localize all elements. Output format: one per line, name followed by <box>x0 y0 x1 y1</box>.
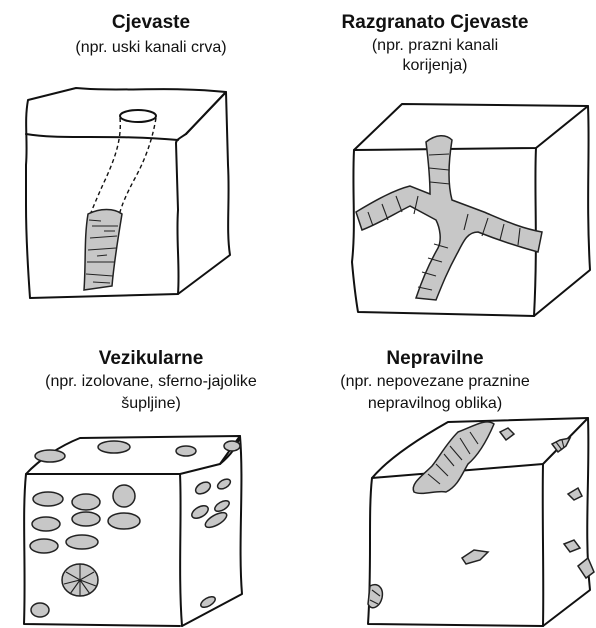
irregular-pore-block-illustration <box>298 314 596 628</box>
branched-pore-block-illustration <box>298 0 596 314</box>
panel-vesicular: Vezikularne (npr. izolovane, sferno-jajo… <box>0 314 298 628</box>
vesicular-pore-block-illustration <box>0 314 298 628</box>
panel-irregular: Nepravilne (npr. nepovezane praznine nep… <box>298 314 596 628</box>
tubular-pore-block-illustration <box>0 0 298 314</box>
panel-branched-tubular: Razgranato Cjevaste (npr. prazni kanali … <box>298 0 596 314</box>
panel-tubular: Cjevaste (npr. uski kanali crva) <box>0 0 298 314</box>
